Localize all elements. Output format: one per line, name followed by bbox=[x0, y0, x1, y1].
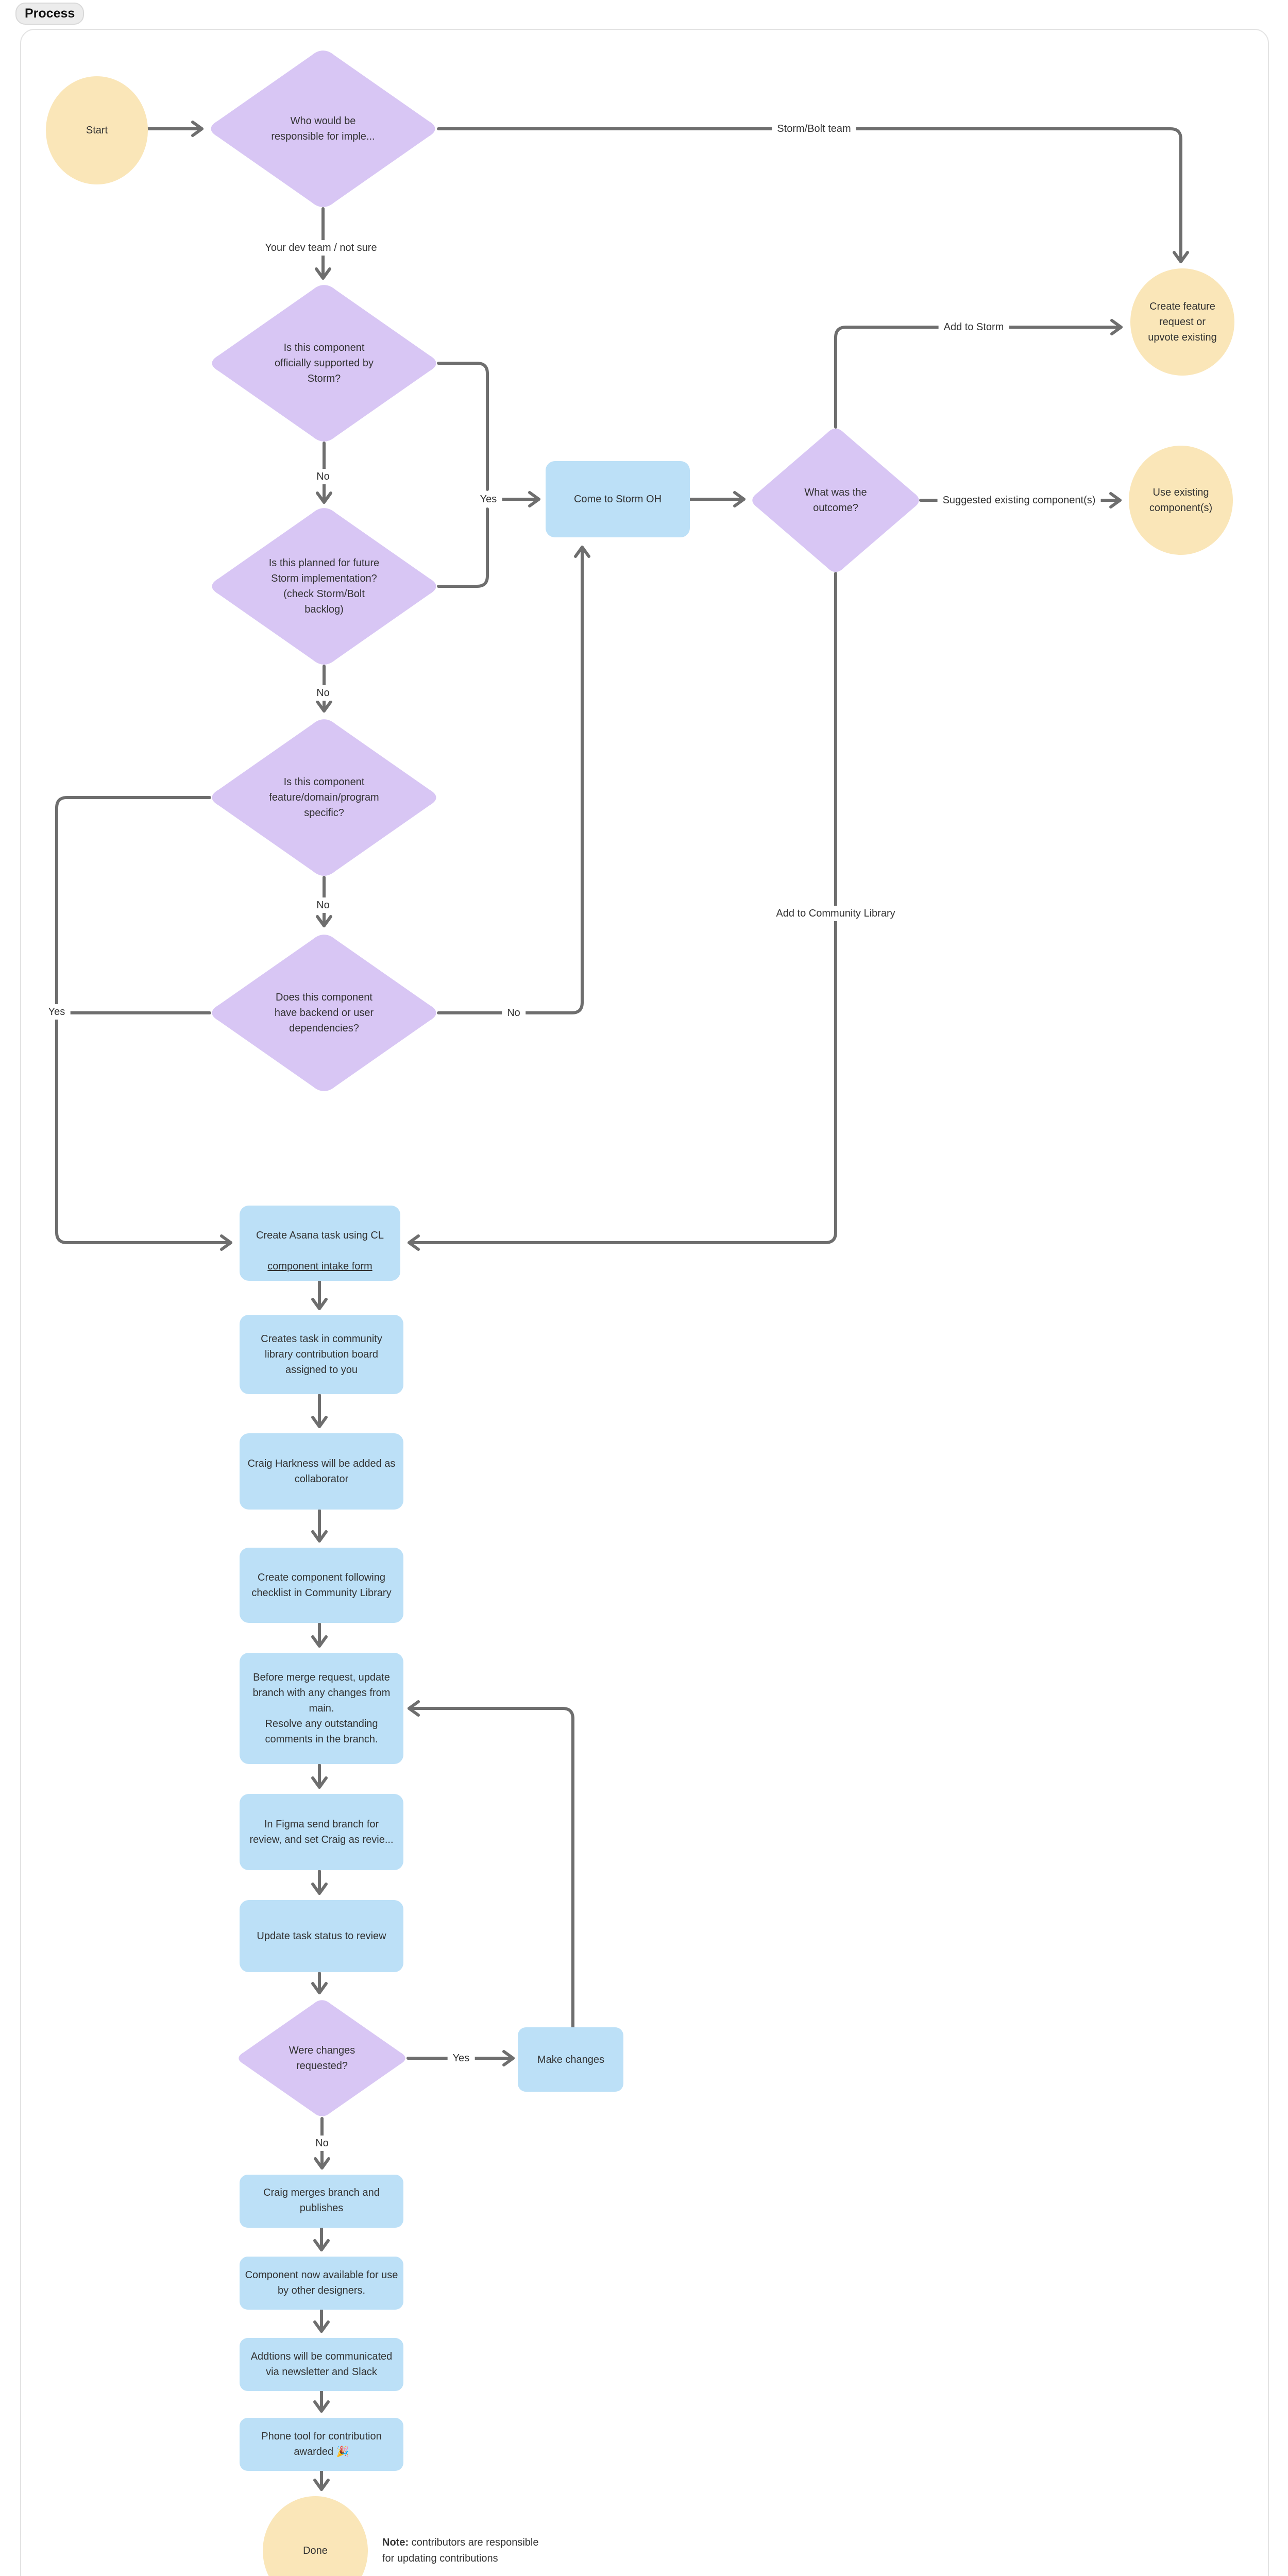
note-text: contributors are responsible for updatin… bbox=[382, 2537, 539, 2564]
node-craig-collaborator-box[interactable] bbox=[240, 1433, 403, 1510]
edge-label-storm-bolt-team[interactable]: Storm/Bolt team bbox=[772, 121, 856, 137]
node-creates-task-label: Creates task in community library contri… bbox=[261, 1333, 382, 1376]
edge-label-yes-specific[interactable]: Yes bbox=[43, 1004, 71, 1020]
edge-specific-yes-to-asana[interactable] bbox=[55, 796, 232, 1251]
edge-outcome-add-to-community[interactable] bbox=[408, 572, 837, 1251]
edge-label-your-dev-team[interactable]: Your dev team / not sure bbox=[260, 240, 382, 256]
note-prefix: Note: bbox=[382, 2537, 409, 2548]
node-update-status-label: Update task status to review bbox=[257, 1930, 386, 1942]
node-create-asana-label: Create Asana task using CL component int… bbox=[256, 1212, 384, 1274]
edge-label-yes-to-oh[interactable]: Yes bbox=[474, 492, 502, 507]
edge-planned-yes[interactable] bbox=[437, 507, 489, 588]
process-section-badge[interactable]: Process bbox=[15, 3, 84, 25]
node-officially-supported-label: Is this component officially supported b… bbox=[275, 342, 374, 384]
node-come-to-storm-label: Come to Storm OH bbox=[573, 494, 662, 505]
edge-backend-no-to-oh[interactable] bbox=[437, 546, 590, 1014]
node-phone-tool-label: Phone tool for contribution awarded 🎉 bbox=[261, 2431, 382, 2458]
node-component-available-label: Component now available for use by other… bbox=[245, 2269, 398, 2296]
edge-supported-yes[interactable] bbox=[437, 362, 489, 491]
edge-label-suggested-existing[interactable]: Suggested existing component(s) bbox=[937, 493, 1101, 508]
node-create-asana-box[interactable] bbox=[240, 1206, 400, 1281]
node-make-changes-label: Make changes bbox=[537, 2054, 605, 2065]
node-backend-deps-label: Does this component have backend or user… bbox=[274, 992, 374, 1034]
edge-outcome-add-to-storm[interactable] bbox=[834, 319, 1123, 429]
edge-label-no-planned[interactable]: No bbox=[311, 685, 335, 701]
node-outcome-label: What was the outcome? bbox=[804, 487, 867, 514]
process-nodes-group bbox=[240, 461, 690, 2471]
edge-label-no-specific[interactable]: No bbox=[311, 897, 335, 913]
node-creates-task-box[interactable] bbox=[240, 1315, 403, 1394]
node-make-changes-box[interactable] bbox=[518, 2027, 623, 2092]
node-changes-requested-label: Were changes requested? bbox=[289, 2045, 355, 2072]
node-use-existing-label: Use existing component(s) bbox=[1149, 487, 1213, 514]
node-component-available-box[interactable] bbox=[240, 2257, 403, 2310]
node-planned-future-label: Is this planned for future Storm impleme… bbox=[268, 557, 380, 615]
node-update-status-box[interactable] bbox=[240, 1900, 403, 1972]
node-craig-merges-label: Craig merges branch and publishes bbox=[263, 2187, 380, 2214]
node-figma-review-label: In Figma send branch for review, and set… bbox=[249, 1819, 394, 1845]
edge-label-add-to-storm[interactable]: Add to Storm bbox=[938, 319, 1009, 335]
node-feature-specific-label: Is this component feature/domain/program… bbox=[269, 776, 379, 819]
node-who-responsible-label: Who would be responsible for imple... bbox=[271, 115, 375, 142]
edge-make-changes-loop[interactable] bbox=[408, 1700, 574, 2029]
node-craig-merges-box[interactable] bbox=[240, 2175, 403, 2228]
edge-label-no-backend[interactable]: No bbox=[502, 1005, 526, 1021]
contributors-note[interactable]: Note: contributors are responsible for u… bbox=[382, 2535, 538, 2567]
node-before-merge-box[interactable] bbox=[240, 1653, 403, 1764]
create-asana-text: Create Asana task using CL bbox=[256, 1230, 384, 1241]
node-before-merge-label: Before merge request, update branch with… bbox=[252, 1672, 391, 1745]
component-intake-form-link[interactable]: component intake form bbox=[267, 1261, 372, 1272]
node-use-existing-ellipse[interactable] bbox=[1129, 446, 1233, 555]
node-craig-collaborator-label: Craig Harkness will be added as collabor… bbox=[247, 1458, 396, 1485]
edge-who-to-feature-request[interactable] bbox=[437, 127, 1189, 263]
node-start-ellipse[interactable] bbox=[46, 76, 148, 184]
edge-label-no-changes[interactable]: No bbox=[310, 2136, 334, 2151]
node-feature-request-label: Create feature request or upvote existin… bbox=[1148, 301, 1217, 343]
node-done-ellipse[interactable] bbox=[263, 2496, 368, 2576]
node-feature-request-ellipse[interactable] bbox=[1130, 268, 1234, 376]
edge-label-no-supported[interactable]: No bbox=[311, 469, 335, 484]
node-done-label: Done bbox=[303, 2545, 328, 2556]
node-create-component-label: Create component following checklist in … bbox=[251, 1572, 392, 1599]
node-come-to-storm-box[interactable] bbox=[546, 461, 690, 537]
node-phone-tool-box[interactable] bbox=[240, 2418, 403, 2471]
flowchart-canvas bbox=[20, 29, 1269, 2576]
node-figma-review-box[interactable] bbox=[240, 1794, 403, 1870]
terminal-nodes-group bbox=[46, 76, 1234, 2576]
node-additions-box[interactable] bbox=[240, 2338, 403, 2391]
edge-label-yes-changes[interactable]: Yes bbox=[447, 2050, 475, 2066]
node-additions-label: Addtions will be communicated via newsle… bbox=[250, 2351, 393, 2378]
edge-label-add-to-community[interactable]: Add to Community Library bbox=[771, 906, 901, 921]
node-create-component-box[interactable] bbox=[240, 1548, 403, 1623]
node-start-label: Start bbox=[86, 125, 108, 136]
